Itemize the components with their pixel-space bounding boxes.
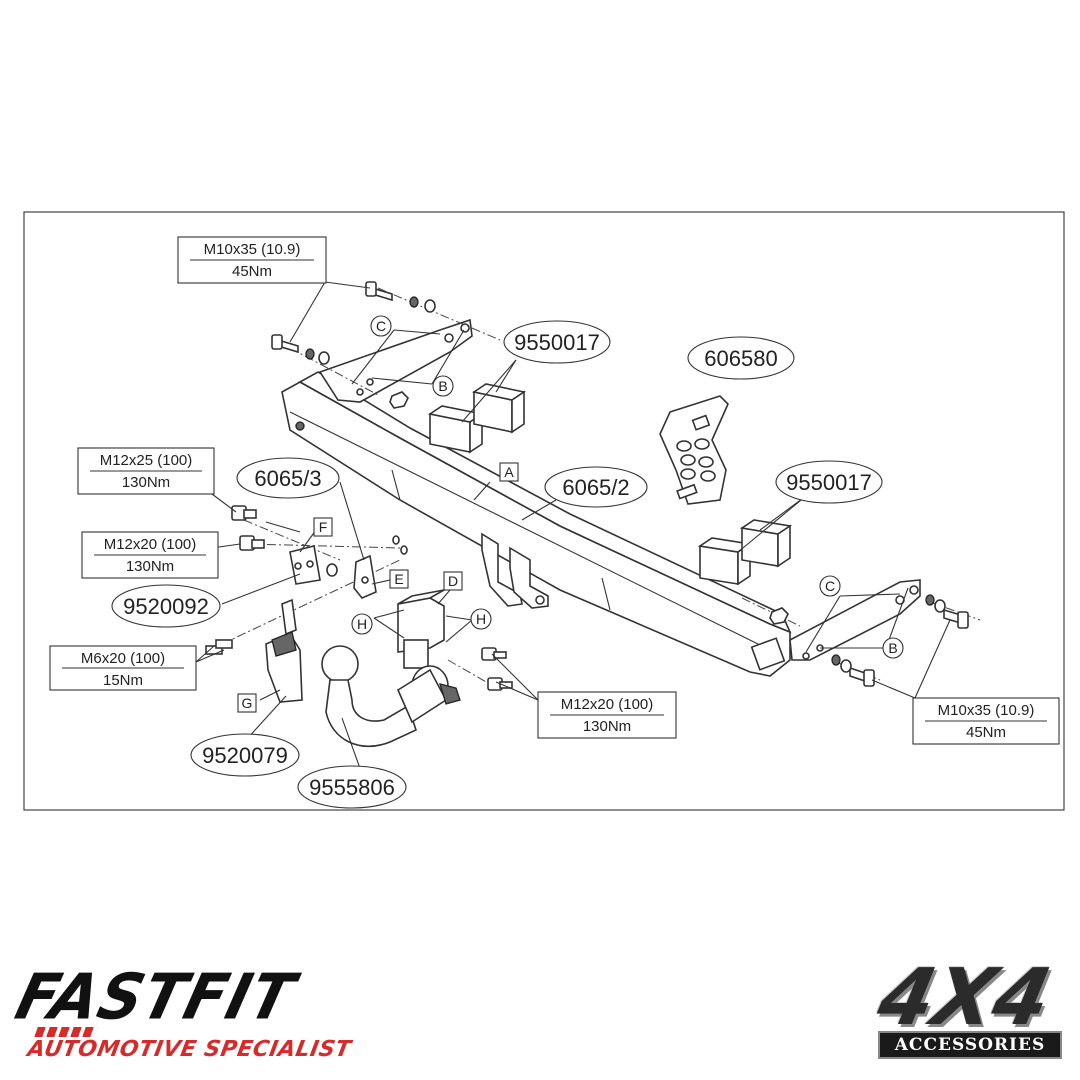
label-h-left: H <box>351 613 373 635</box>
svg-text:9520092: 9520092 <box>123 594 209 619</box>
hw-box-left-lower: M6x20 (100) 15Nm <box>49 645 197 691</box>
svg-text:B: B <box>438 378 447 394</box>
label-g: G <box>237 693 257 713</box>
svg-text:6065/3: 6065/3 <box>254 466 321 491</box>
detachable-towball <box>321 589 461 747</box>
4x4-wordmark: 4X4 <box>870 953 1059 1043</box>
svg-text:45Nm: 45Nm <box>966 724 1006 741</box>
socket-plate <box>353 535 408 599</box>
svg-text:C: C <box>376 318 386 334</box>
svg-text:9550017: 9550017 <box>786 470 872 495</box>
hw-box-right: M10x35 (10.9) 45Nm <box>912 697 1060 745</box>
svg-text:M10x35 (10.9): M10x35 (10.9) <box>938 702 1035 719</box>
fastfit-wordmark: FASTFIT <box>8 960 303 1035</box>
callout-socket-bracket: 9520079 <box>190 733 300 777</box>
callout-bolt-kit: 606580 <box>687 336 795 380</box>
left-upper-bolts <box>231 505 301 551</box>
svg-text:M12x20 (100): M12x20 (100) <box>561 696 654 713</box>
bolt-kit-pack <box>659 395 729 505</box>
svg-text:9520079: 9520079 <box>202 743 288 768</box>
svg-text:C: C <box>825 578 835 594</box>
fastfit-logo: FASTFIT AUTOMOTIVE SPECIALIST <box>9 961 354 1068</box>
svg-text:M12x25 (100): M12x25 (100) <box>100 452 193 469</box>
spacer-blocks-right <box>697 519 793 586</box>
svg-text:606580: 606580 <box>704 346 777 371</box>
callout-bracket-small: 9520092 <box>111 584 221 628</box>
svg-text:E: E <box>394 571 403 587</box>
label-a: A <box>499 462 519 482</box>
center-socket-brackets <box>481 532 549 609</box>
svg-text:9550017: 9550017 <box>514 330 600 355</box>
hw-box-top-left: M10x35 (10.9) 45Nm <box>177 236 327 284</box>
svg-text:G: G <box>242 695 253 711</box>
label-b-left: B <box>432 375 454 397</box>
spacer-blocks-left <box>427 383 527 454</box>
hw-box-left-upper: M12x25 (100) 130Nm <box>77 447 215 495</box>
label-f: F <box>313 517 333 537</box>
svg-text:D: D <box>448 573 458 589</box>
svg-text:M12x20 (100): M12x20 (100) <box>104 536 197 553</box>
left-mounting-arm <box>318 318 473 403</box>
svg-text:9555806: 9555806 <box>309 775 395 800</box>
callout-socket-plate: 6065/3 <box>236 457 340 499</box>
top-left-bolts <box>271 281 436 409</box>
svg-text:H: H <box>357 616 367 632</box>
label-e: E <box>389 569 409 589</box>
fastfit-tagline: AUTOMOTIVE SPECIALIST <box>25 1037 354 1062</box>
label-b-right: B <box>882 637 904 659</box>
accessories-banner: ACCESSORIES <box>878 1031 1062 1059</box>
svg-text:45Nm: 45Nm <box>232 263 272 280</box>
right-mounting-arm <box>789 579 921 661</box>
callout-towbar: 6065/2 <box>544 466 648 508</box>
hw-box-center: M12x20 (100) 130Nm <box>537 691 677 739</box>
right-bolts <box>769 594 969 687</box>
center-bolts <box>481 647 513 691</box>
svg-text:A: A <box>504 464 514 480</box>
svg-text:H: H <box>476 611 486 627</box>
svg-text:15Nm: 15Nm <box>103 672 143 689</box>
svg-text:6065/2: 6065/2 <box>562 475 629 500</box>
svg-text:M10x35 (10.9): M10x35 (10.9) <box>204 241 301 258</box>
label-d: D <box>443 571 463 591</box>
callout-spacer-left: 9550017 <box>503 320 611 364</box>
svg-text:130Nm: 130Nm <box>583 718 631 735</box>
socket-bracket <box>205 598 303 703</box>
towbar-crossbar <box>281 371 792 677</box>
svg-text:M6x20 (100): M6x20 (100) <box>81 650 165 667</box>
assembly-center-lines <box>221 287 981 691</box>
callout-spacer-right: 9550017 <box>775 460 883 504</box>
hw-box-left-middle: M12x20 (100) 130Nm <box>81 531 219 579</box>
callout-detachable-neck: 9555806 <box>297 765 407 809</box>
4x4-accessories-logo: 4X4 ACCESSORIES <box>870 953 1062 1063</box>
fastfit-speed-stripes <box>34 1027 98 1037</box>
label-h-right: H <box>470 608 492 630</box>
svg-text:130Nm: 130Nm <box>122 474 170 491</box>
label-c-left: C <box>370 315 392 337</box>
svg-text:130Nm: 130Nm <box>126 558 174 575</box>
label-c-right: C <box>819 575 841 597</box>
svg-text:F: F <box>319 519 328 535</box>
svg-text:B: B <box>888 640 897 656</box>
